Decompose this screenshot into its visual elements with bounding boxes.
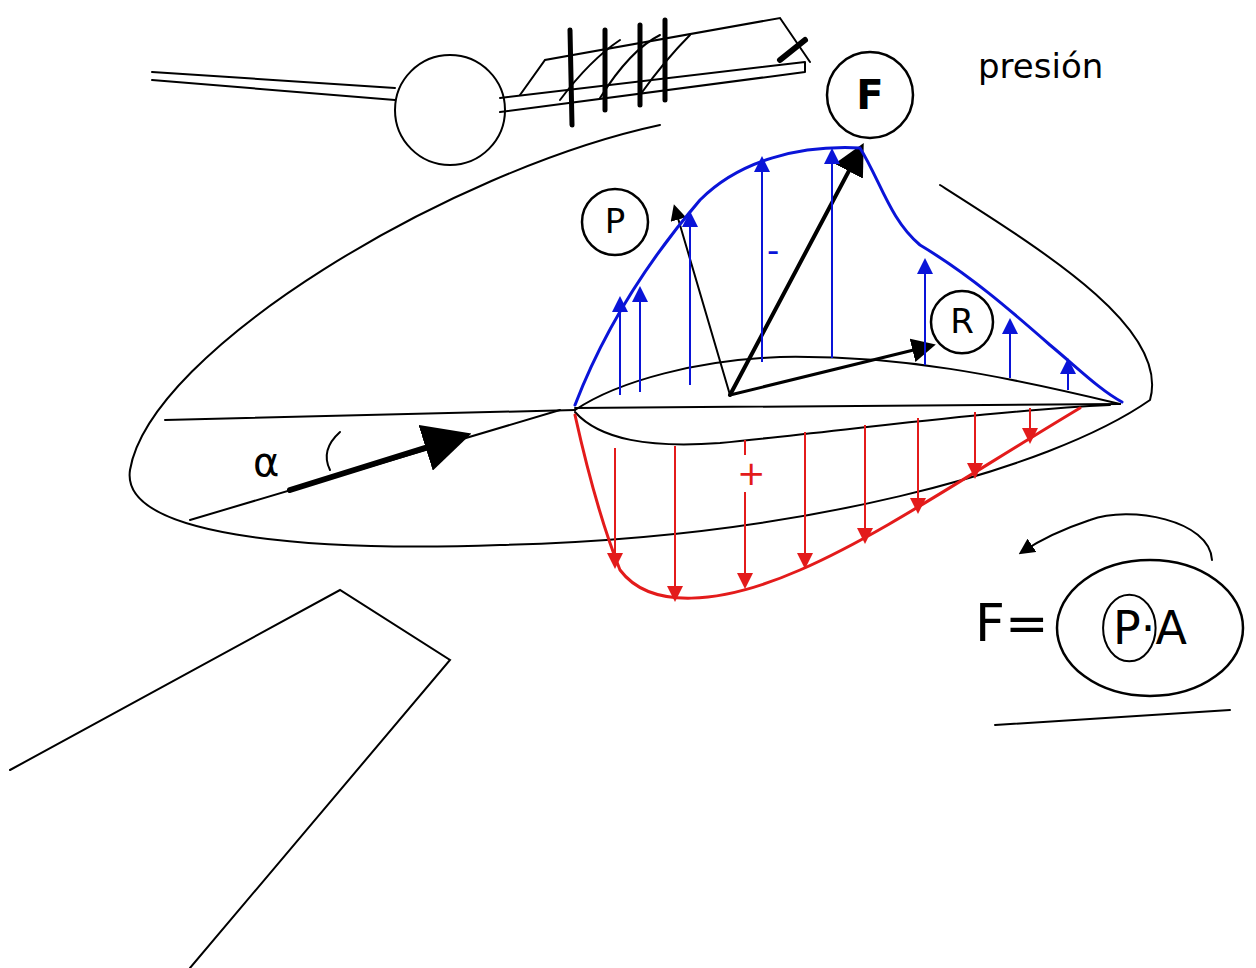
symbol-text: R [950,303,974,340]
circled-symbol: P [580,187,650,257]
annotation-label: presión [975,48,1106,85]
symbol-text: F [856,73,883,117]
circled-symbol: P·A [1055,558,1245,698]
annotation-label: α [250,440,282,484]
symbol-text: P [605,203,626,240]
annotation-label: + [734,455,769,492]
circled-symbol: F [825,50,915,140]
symbol-text: P·A [1113,603,1187,654]
circled-symbol: R [929,289,995,355]
annotation-label: - [764,232,782,269]
annotation-label: F= [972,595,1051,652]
